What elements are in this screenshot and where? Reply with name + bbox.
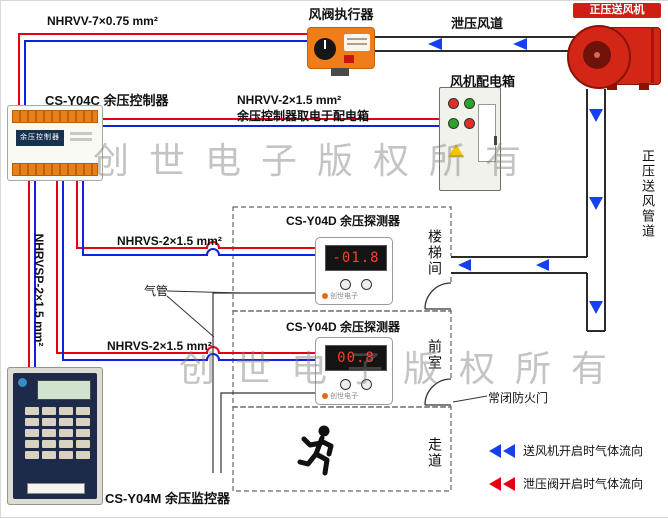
green-indicator-lamp: [464, 98, 475, 109]
green-button: [448, 118, 459, 129]
fan-hub-icon: [583, 41, 611, 69]
detector2-display: 00.8: [325, 345, 387, 371]
brand-logo-icon: [18, 378, 27, 387]
brand-dot-icon: [322, 393, 328, 399]
corridor-room-box: [232, 406, 452, 492]
room-label-stairwell: 楼梯间: [427, 229, 443, 277]
actuator-dial-icon: [314, 38, 336, 60]
actuator-logo-icon: [344, 55, 354, 63]
controller-display: 余压控制器: [16, 130, 64, 146]
room-label-corridor: 走道: [427, 437, 443, 469]
brand-dot-icon: [322, 293, 328, 299]
brand-text: 创世电子: [330, 393, 358, 400]
brand-text: 创世电子: [330, 293, 358, 300]
air-pipe-2: [220, 392, 315, 473]
supply-duct-label: 正压送风管道: [640, 149, 655, 239]
monitor-screen: [37, 380, 91, 400]
relief-duct-label: 泄压风道: [451, 16, 504, 31]
door-symbol-stairwell: [424, 282, 452, 310]
wire-blue-to-damper: [24, 40, 307, 105]
fan-label-badge: 正压送风机: [573, 3, 661, 18]
fan-foot: [639, 83, 649, 90]
detector-brand: 创世电子: [322, 291, 358, 301]
actuator-label-plate: [344, 34, 370, 51]
red-flow-arrow-icon: [489, 476, 515, 491]
legend-supply-text: 送风机开启时气体流向: [523, 444, 644, 458]
damper-actuator-label: 风阀执行器: [308, 7, 374, 22]
flow-arrow-left-icon: [513, 38, 527, 50]
detector2-caption: CS-Y04D 余压探测器: [285, 320, 401, 334]
red-indicator-lamp: [448, 98, 459, 109]
detector2-device: 00.8 创世电子: [315, 337, 393, 405]
detector1-device: -01.8 创世电子: [315, 237, 393, 305]
controller-caption: CS-Y04C 余压控制器: [45, 93, 169, 108]
air-pipe-leader-2: [166, 295, 215, 338]
red-button: [464, 118, 475, 129]
fan-foot: [607, 83, 617, 90]
wire-red-to-damper: [18, 33, 307, 105]
door-symbol-front-room: [424, 378, 452, 406]
detector1-caption: CS-Y04D 余压探测器: [285, 214, 401, 228]
monitor-printer-slot: [27, 483, 85, 494]
detector-brand: 创世电子: [322, 391, 358, 401]
distribution-box-label: 风机配电箱: [450, 74, 516, 89]
detector-button: [340, 279, 351, 290]
flow-arrow-down-icon: [589, 301, 603, 314]
distribution-box-device: [439, 87, 501, 191]
power-cable-label: NHRVV-2×1.5 mm²: [237, 93, 342, 107]
air-pipe-label: 气管: [144, 284, 169, 298]
cable-label-damper: NHRVV-7×0.75 mm²: [47, 14, 158, 28]
detector-button: [361, 279, 372, 290]
wire-red-detector2: [56, 181, 315, 354]
stairwell-room-box: [232, 206, 452, 312]
monitor-keypad: [25, 407, 90, 459]
flow-arrow-left-icon: [458, 259, 471, 271]
detector1-cable-label: NHRVS-2×1.5 mm²: [117, 234, 222, 248]
legend-relief-row: 泄压阀开启时气体流向: [489, 475, 643, 492]
fire-door-label: 常闭防火门: [488, 391, 549, 405]
detector1-display: -01.8: [325, 245, 387, 271]
flow-arrow-left-icon: [536, 259, 549, 271]
terminal-strip-bottom: [12, 163, 98, 176]
room-label-front-room: 前室: [427, 339, 443, 371]
air-pipe-1: [212, 292, 315, 473]
power-note: 余压控制器取电于配电箱: [237, 109, 370, 123]
air-pipe-leader-1: [166, 290, 242, 294]
detector-button: [361, 379, 372, 390]
flow-arrow-down-icon: [589, 197, 603, 210]
blue-flow-arrow-icon: [489, 443, 515, 458]
controller-device: 余压控制器: [7, 105, 103, 181]
running-person-icon: [297, 425, 334, 476]
controller-marking: [70, 132, 92, 135]
legend-supply-row: 送风机开启时气体流向: [489, 442, 643, 459]
bus-cable-label: NHRVSP-2×1.5 mm²: [32, 233, 46, 347]
warning-triangle-icon: [448, 144, 464, 157]
door-handle: [494, 136, 497, 145]
document-pocket: [478, 104, 496, 162]
wire-blue-detector1: [82, 181, 315, 256]
flow-arrow-left-icon: [428, 38, 442, 50]
flow-arrow-down-icon: [589, 109, 603, 122]
terminal-strip-top: [12, 110, 98, 123]
legend-relief-text: 泄压阀开启时气体流向: [523, 477, 644, 491]
detector2-cable-label: NHRVS-2×1.5 mm²: [107, 339, 212, 353]
fire-door-leader: [452, 395, 488, 403]
actuator-bracket: [331, 68, 349, 76]
fan-flange: [651, 27, 654, 83]
fan-intake: [567, 25, 631, 89]
damper-actuator-device: [307, 27, 375, 69]
detector-button: [340, 379, 351, 390]
monitor-caption: CS-Y04M 余压监控器: [105, 491, 230, 506]
supply-fan-device: [567, 19, 663, 91]
monitor-device: [7, 367, 103, 505]
wire-red-detector1: [76, 181, 315, 249]
wire-blue-detector2: [62, 181, 315, 361]
monitor-panel: [13, 373, 97, 499]
controller-marking: [70, 138, 92, 141]
